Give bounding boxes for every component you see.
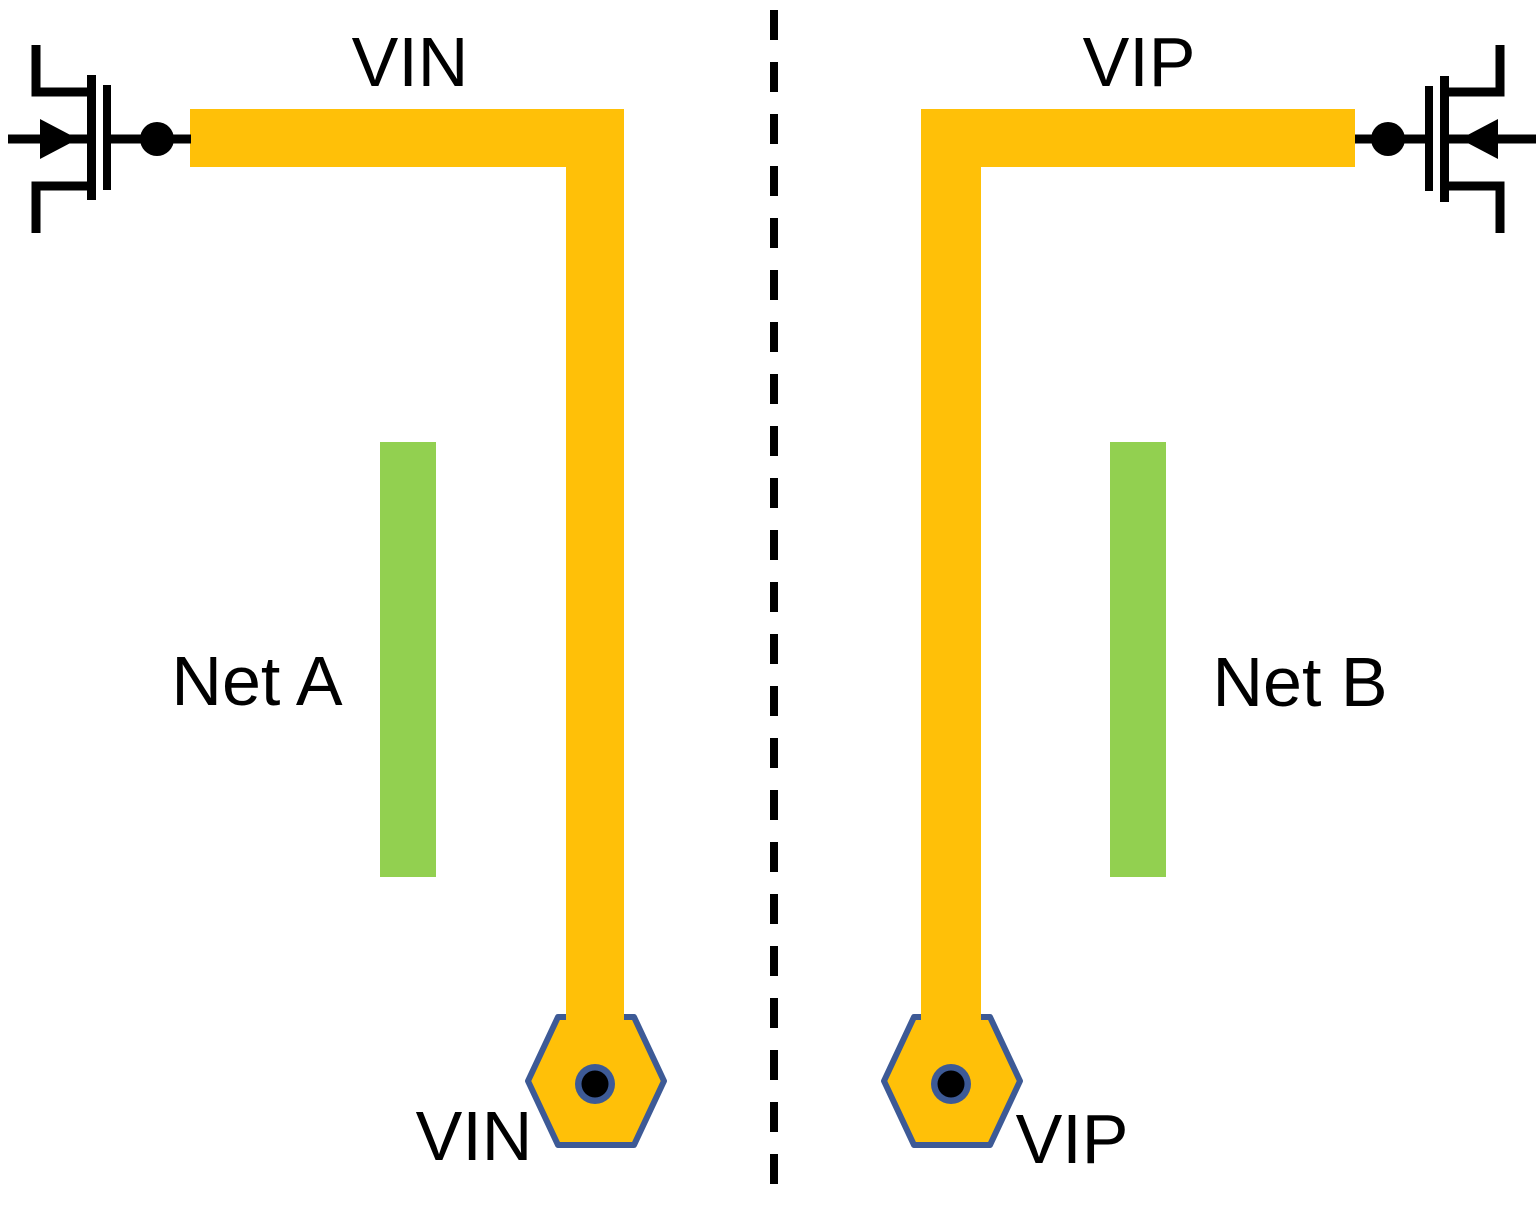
vin-pad-label: VIN xyxy=(415,1097,533,1175)
vip-trace xyxy=(921,109,1355,1022)
source-wire xyxy=(31,181,88,233)
drain-wire xyxy=(31,45,88,97)
vin-signal-label: VIN xyxy=(351,23,469,101)
source-wire xyxy=(1448,181,1505,233)
nmos-transistor-left-icon xyxy=(8,45,191,233)
bulk-arrow-icon xyxy=(1460,119,1498,159)
vin-pad-via-dot xyxy=(581,1070,609,1098)
net-b-bar xyxy=(1110,442,1166,877)
net-a-bar xyxy=(380,442,436,877)
vip-pad-label: VIP xyxy=(1015,1100,1129,1178)
bulk-arrow-icon xyxy=(40,119,78,159)
vin-trace xyxy=(190,109,624,1022)
drain-wire xyxy=(1448,45,1505,97)
vip-pad-via-dot xyxy=(937,1070,965,1098)
vip-signal-label: VIP xyxy=(1082,23,1196,101)
net-b-label: Net B xyxy=(1212,643,1388,721)
gate-junction-dot xyxy=(1371,122,1405,156)
nmos-transistor-right-icon xyxy=(1355,45,1536,233)
gate-junction-dot xyxy=(140,122,174,156)
net-a-label: Net A xyxy=(171,642,343,720)
